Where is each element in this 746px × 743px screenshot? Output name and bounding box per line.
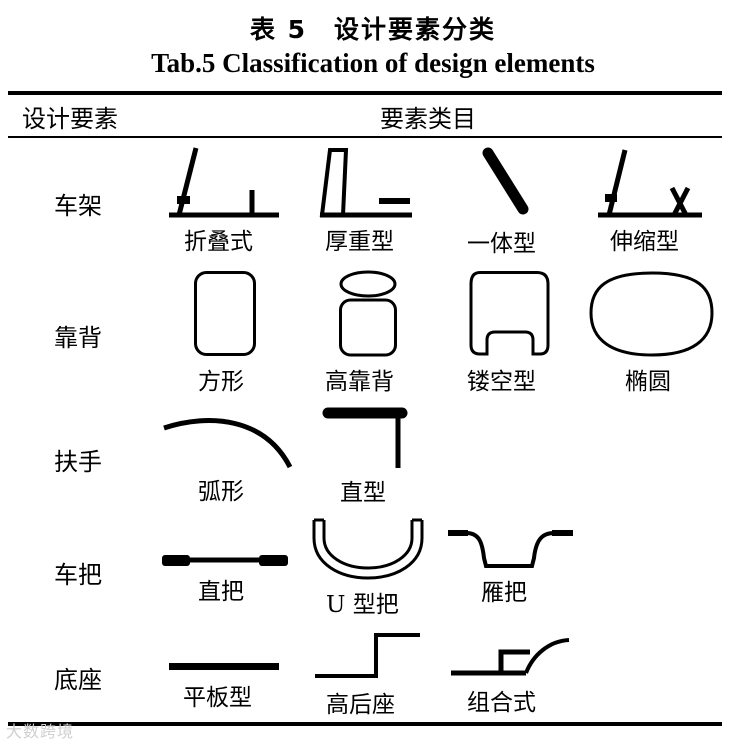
- caption-oval: 椭圆: [625, 369, 671, 395]
- header-design-element: 设计要素: [22, 105, 118, 133]
- row-label-backrest: 靠背: [54, 324, 102, 352]
- heavy-frame-icon: [319, 148, 412, 218]
- u-handlebar-icon: [312, 518, 424, 580]
- table-bottom-rule: [8, 722, 722, 726]
- row-label-armrest: 扶手: [54, 448, 102, 476]
- caption-flat: 平板型: [183, 685, 252, 711]
- row-label-base: 底座: [54, 666, 102, 694]
- raised-rear-base-icon: [315, 633, 420, 678]
- caption-square: 方形: [198, 369, 244, 395]
- table-title-english: Tab.5 Classification of design elements: [151, 48, 595, 78]
- caption-arc: 弧形: [198, 479, 244, 505]
- swallow-handlebar-icon: [448, 530, 573, 568]
- caption-telescopic: 伸缩型: [610, 229, 679, 255]
- caption-straight-bar: 直把: [198, 579, 244, 605]
- caption-swallow-bar: 雁把: [481, 580, 527, 606]
- straight-handlebar-icon: [162, 555, 288, 566]
- caption-straight: 直型: [340, 480, 386, 506]
- header-element-category: 要素类目: [380, 105, 476, 133]
- arc-armrest-icon: [163, 418, 293, 469]
- high-backrest-icon: [339, 270, 397, 357]
- caption-heavy: 厚重型: [325, 229, 394, 255]
- folding-frame-icon: [169, 147, 279, 218]
- flat-base-icon: [169, 663, 279, 670]
- straight-armrest-icon: [322, 407, 408, 468]
- square-backrest-icon: [194, 271, 256, 356]
- caption-one-piece: 一体型: [467, 231, 536, 257]
- combined-base-icon: [451, 638, 570, 676]
- caption-u-bar: U 型把: [326, 592, 399, 618]
- row-label-frame: 车架: [54, 192, 102, 220]
- hollow-backrest-icon: [469, 271, 550, 356]
- caption-raised-rear: 高后座: [326, 692, 395, 718]
- row-label-handlebar: 车把: [54, 561, 102, 589]
- table-title-chinese: 表 5 设计要素分类: [249, 15, 497, 44]
- oval-backrest-icon: [589, 271, 714, 357]
- one-piece-frame-icon: [482, 147, 529, 215]
- table-header-rule: [8, 136, 722, 138]
- watermark: 大数跨境: [6, 722, 75, 741]
- caption-combined: 组合式: [467, 690, 536, 716]
- caption-folding: 折叠式: [184, 229, 253, 255]
- caption-high-backrest: 高靠背: [325, 369, 394, 395]
- table-top-rule: [8, 91, 722, 95]
- telescopic-frame-icon: [598, 149, 702, 218]
- caption-hollow: 镂空型: [467, 369, 536, 395]
